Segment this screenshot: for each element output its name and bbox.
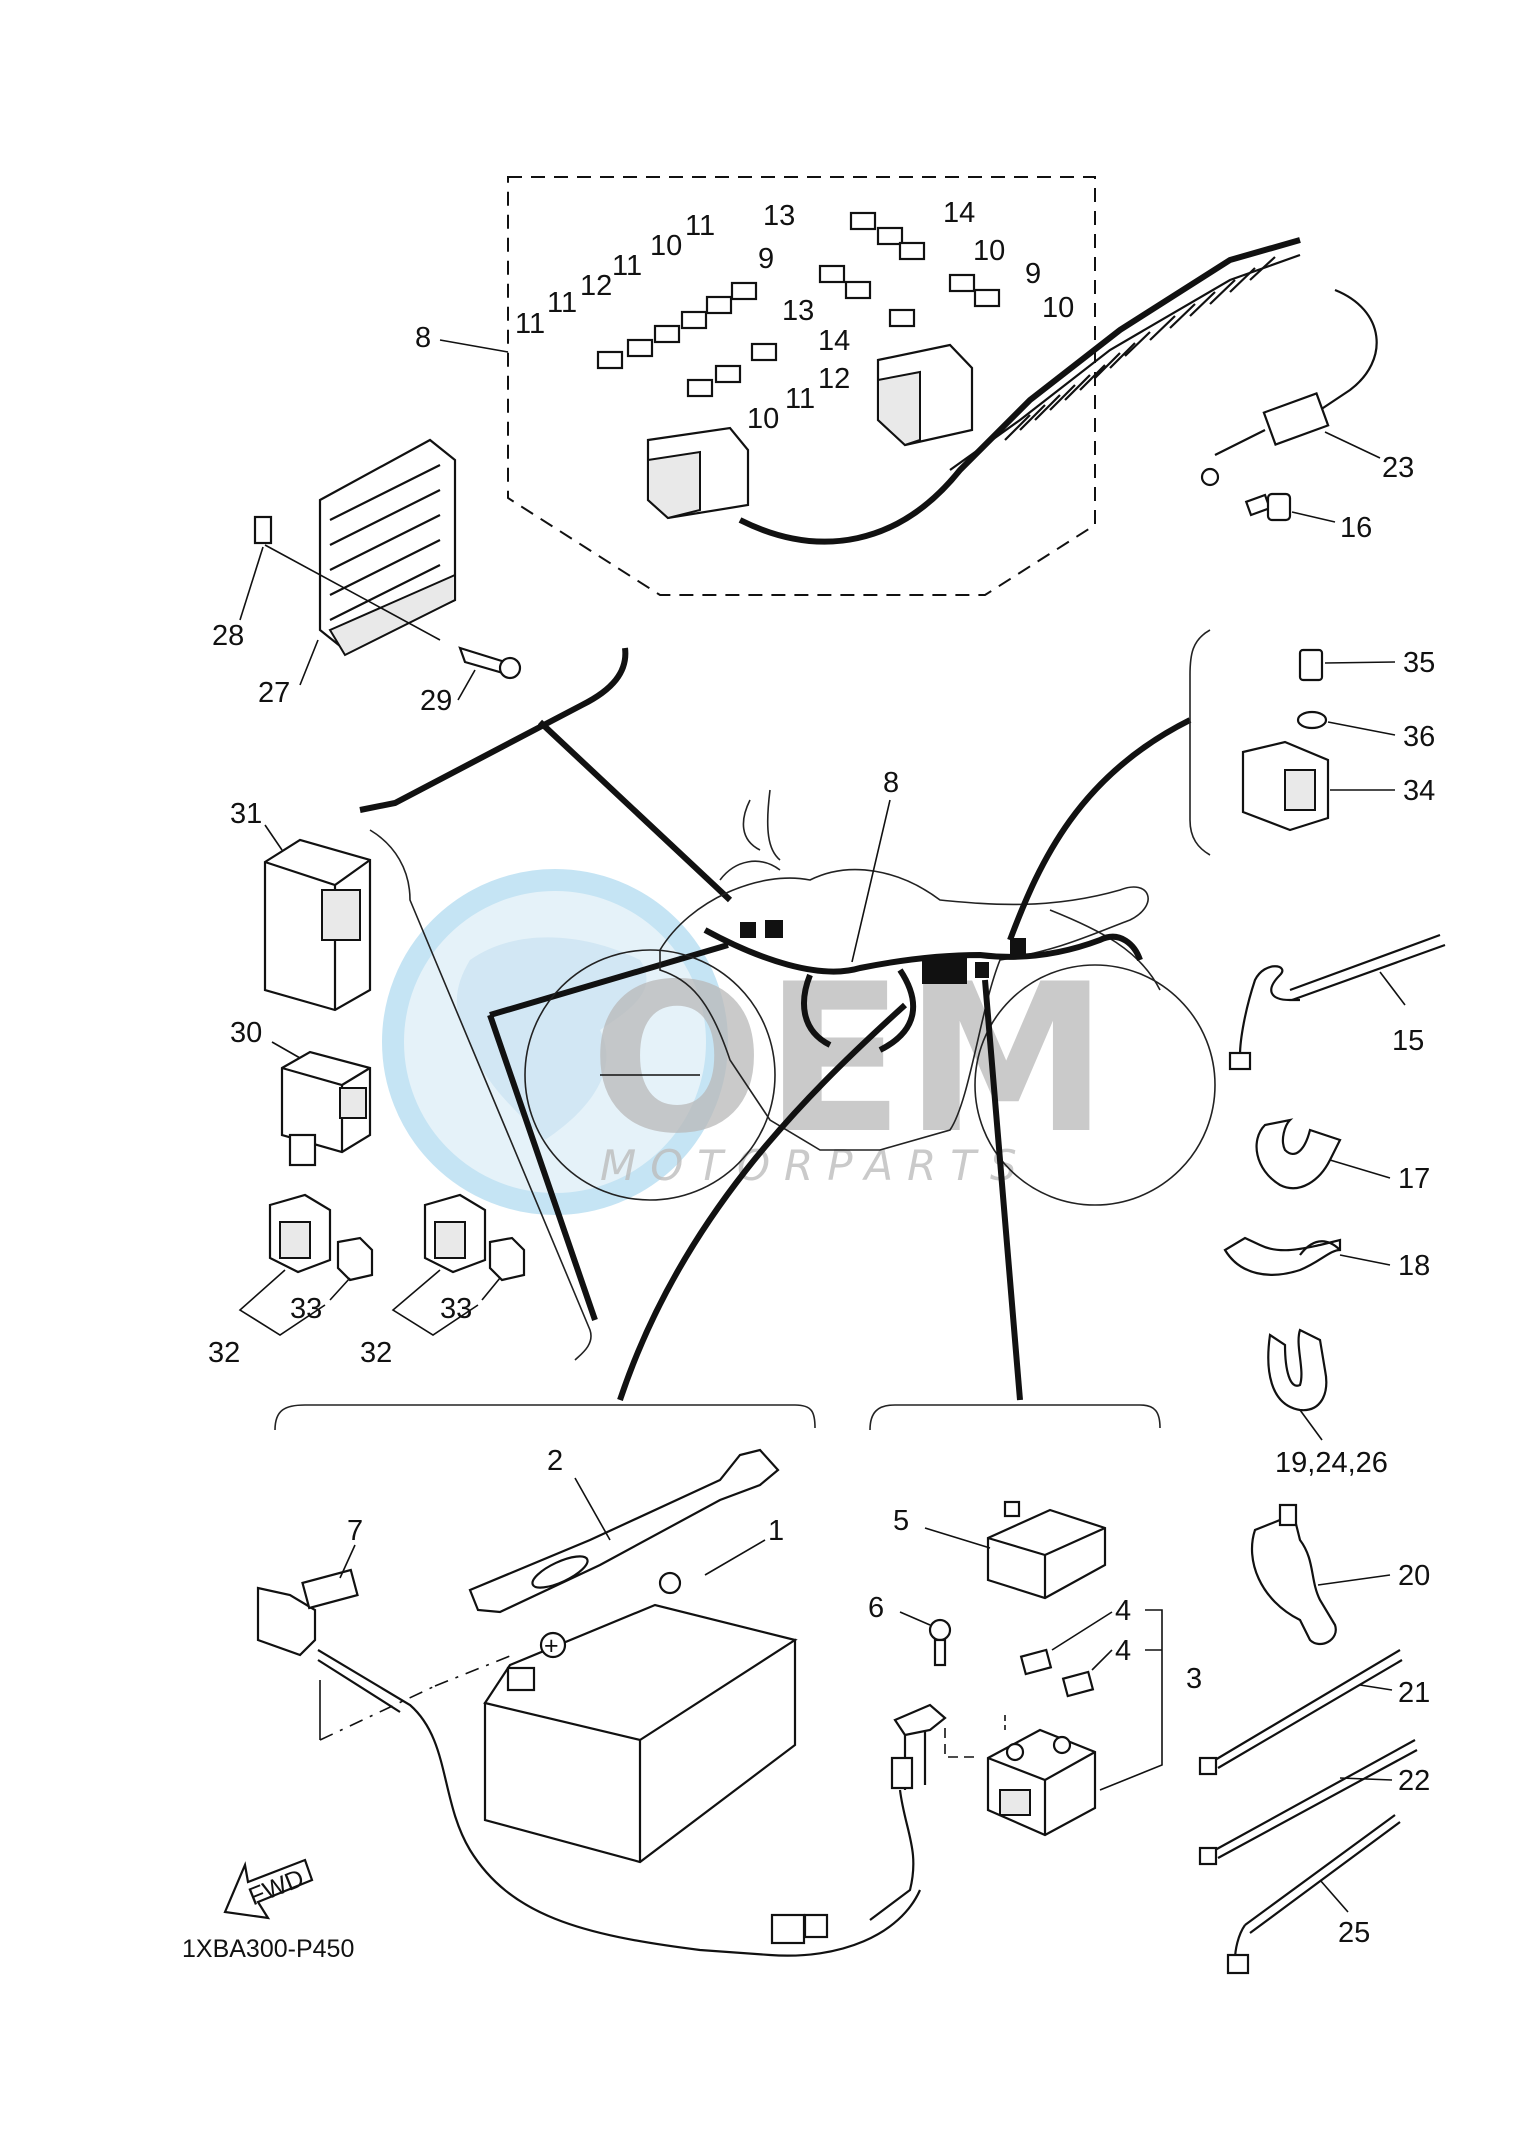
callout-15: 15 bbox=[1392, 1025, 1424, 1057]
callout-32b: 32 bbox=[360, 1337, 392, 1369]
callout-34: 34 bbox=[1403, 775, 1435, 807]
callout-11a: 11 bbox=[685, 210, 715, 242]
diagram-code: 1XBA300-P450 bbox=[182, 1935, 354, 1963]
callout-6: 6 bbox=[868, 1592, 884, 1624]
relay-pair-right: 33 32 bbox=[360, 1193, 526, 1369]
callout-23: 23 bbox=[1382, 452, 1414, 484]
rectifier-regulator-group: 28 27 29 bbox=[212, 438, 733, 903]
callout-32a: 32 bbox=[208, 1337, 240, 1369]
forward-arrow-icon: FWD bbox=[223, 1858, 314, 1920]
callout-21: 21 bbox=[1398, 1677, 1430, 1709]
fuse-box-group: 8 13 14 10 9 9 10 13 14 11 10 11 12 11 1… bbox=[415, 176, 1414, 596]
clamp-group: 15 17 18 19,24,26 20 21 22 25 bbox=[1198, 933, 1446, 1975]
callout-4b: 4 bbox=[1115, 1635, 1131, 1667]
main-harness bbox=[738, 237, 1381, 545]
watermark: OEM MOTORPARTS bbox=[382, 869, 1108, 1215]
motorcycle-outline: 8 bbox=[524, 717, 1216, 1401]
callout-9a: 9 bbox=[758, 243, 774, 275]
callout-3: 3 bbox=[1186, 1663, 1202, 1695]
sensor-group: 35 36 34 bbox=[1189, 629, 1435, 856]
relay-pair-left: 33 32 bbox=[208, 1193, 374, 1369]
callout-9b: 9 bbox=[1025, 258, 1041, 290]
callout-1: 1 bbox=[768, 1515, 784, 1547]
callout-33b: 33 bbox=[440, 1293, 472, 1325]
watermark-tagline: MOTORPARTS bbox=[600, 1141, 1031, 1190]
callout-10b: 10 bbox=[1042, 292, 1074, 324]
callout-30: 30 bbox=[230, 1017, 262, 1049]
battery-group: + 1 2 7 bbox=[256, 1445, 922, 1957]
callout-2: 2 bbox=[547, 1445, 563, 1477]
callout-16: 16 bbox=[1340, 512, 1372, 544]
callout-31: 31 bbox=[230, 798, 262, 830]
callout-11b: 11 bbox=[612, 250, 642, 282]
callout-29: 29 bbox=[420, 685, 452, 717]
starter-relay-group: 5 4 4 3 6 bbox=[770, 1500, 1202, 1945]
callout-5: 5 bbox=[893, 1505, 909, 1537]
callout-35: 35 bbox=[1403, 647, 1435, 679]
callout-12b: 12 bbox=[818, 363, 850, 395]
fuse-box-housings bbox=[646, 343, 974, 520]
callout-33a: 33 bbox=[290, 1293, 322, 1325]
callout-10d: 10 bbox=[747, 403, 779, 435]
callout-8-top: 8 bbox=[415, 322, 431, 354]
callout-13b: 13 bbox=[782, 295, 814, 327]
callout-28: 28 bbox=[212, 620, 244, 652]
svg-text:+: + bbox=[544, 1632, 559, 1660]
callout-18: 18 bbox=[1398, 1250, 1430, 1282]
callout-7: 7 bbox=[347, 1515, 363, 1547]
callout-12a: 12 bbox=[580, 270, 612, 302]
callout-27: 27 bbox=[258, 677, 290, 709]
callout-10a: 10 bbox=[973, 235, 1005, 267]
relay-group: 31 30 33 32 33 32 bbox=[208, 798, 729, 1369]
callout-11e: 11 bbox=[785, 383, 815, 415]
callout-20: 20 bbox=[1398, 1560, 1430, 1592]
callout-11c: 11 bbox=[547, 287, 577, 319]
callout-13a: 13 bbox=[763, 200, 795, 232]
callout-14a: 14 bbox=[943, 197, 975, 229]
callout-11d: 11 bbox=[515, 308, 545, 340]
callout-14b: 14 bbox=[818, 325, 850, 357]
callout-10c: 10 bbox=[650, 230, 682, 262]
callout-17: 17 bbox=[1398, 1163, 1430, 1195]
callout-25: 25 bbox=[1338, 1917, 1370, 1949]
callout-36: 36 bbox=[1403, 721, 1435, 753]
callout-22: 22 bbox=[1398, 1765, 1430, 1797]
callout-8-mid: 8 bbox=[883, 767, 899, 799]
callout-19-24-26: 19,24,26 bbox=[1275, 1447, 1388, 1479]
blade-fuses bbox=[596, 211, 1001, 398]
bolt-16 bbox=[1244, 492, 1336, 523]
callout-4a: 4 bbox=[1115, 1595, 1131, 1627]
